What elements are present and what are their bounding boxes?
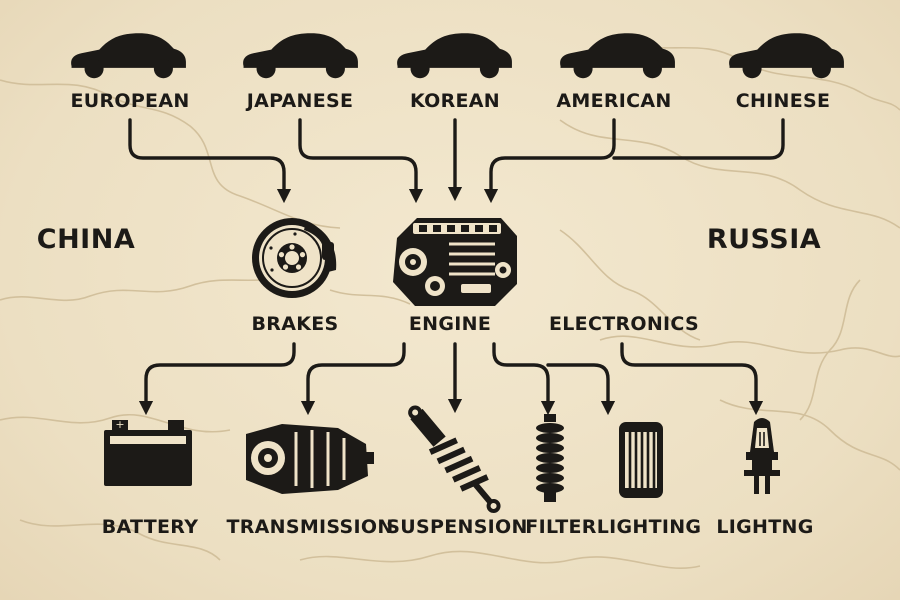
part-label-battery: BATTERY (101, 516, 199, 538)
shock-absorber-icon (408, 405, 501, 513)
arrow-engine-to-filter (492, 342, 556, 416)
engine-icon (393, 218, 517, 306)
coil-spring-icon (536, 414, 564, 502)
hub-label-brakes: BRAKES (251, 313, 339, 335)
hub-label-electronics: ELECTRONICS (548, 313, 700, 335)
part-label-suspension: SUSPENSION (386, 516, 528, 538)
car-silhouette-icon (729, 33, 844, 79)
background-map (0, 39, 900, 569)
battery-icon: + (104, 418, 192, 486)
headlight-bulb-icon (744, 418, 780, 494)
svg-text:+: + (115, 418, 124, 431)
origin-label-chinese: CHINESE (735, 90, 831, 112)
arrow-engine-to-transmission (300, 342, 406, 416)
arrow-european-to-brakes (128, 118, 292, 204)
origin-label-european: EUROPEAN (70, 90, 190, 112)
transmission-icon (246, 424, 374, 494)
oil-filter-icon (619, 422, 663, 498)
car-silhouette-icon (243, 33, 358, 79)
hub-label-engine: ENGINE (408, 313, 492, 335)
arrow-japanese-to-engine (298, 118, 424, 204)
car-silhouette-icon (397, 33, 512, 79)
arrow-engine-to-lighting (546, 363, 616, 416)
part-label-lighting: LIGHTING (596, 516, 702, 538)
part-connectors (138, 342, 764, 416)
origin-label-american: AMERICAN (556, 90, 672, 112)
brake-disc-icon (252, 218, 337, 298)
part-label-filter: FILTER (525, 516, 597, 538)
country-label-right: RUSSIA (706, 224, 822, 255)
arrow-electronics-to-lighting-bulb (620, 342, 764, 416)
car-silhouette-icon (71, 33, 186, 79)
origin-label-japanese: JAPANESE (246, 90, 354, 112)
country-label-left: CHINA (36, 224, 136, 255)
part-label-transmission: TRANSMISSION (226, 516, 394, 538)
arrow-brakes-to-battery (138, 342, 296, 416)
arrow-american-to-engine (483, 118, 616, 204)
origin-cars (71, 33, 844, 79)
car-silhouette-icon (560, 33, 675, 79)
origin-connectors (128, 118, 785, 204)
part-label-lighting-bulb: LIGHTNG (716, 516, 814, 538)
origin-label-korean: KOREAN (409, 90, 501, 112)
arrow-chinese-to-engine (612, 118, 785, 160)
